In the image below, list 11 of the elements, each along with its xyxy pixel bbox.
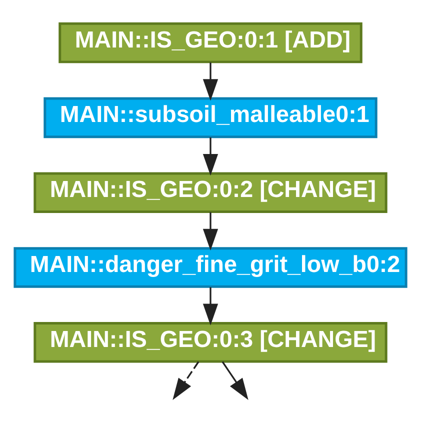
- node-box: MAIN::IS_GEO:0:3 [CHANGE]: [34, 322, 388, 363]
- arrow: [222, 361, 248, 400]
- arrow: [202, 137, 218, 176]
- node-box: MAIN::IS_GEO:0:1 [ADD]: [58, 22, 362, 64]
- arrow: [202, 212, 218, 251]
- arrow: [172, 361, 200, 400]
- arrow: [202, 62, 218, 101]
- node-box: MAIN::IS_GEO:0:2 [CHANGE]: [34, 172, 388, 213]
- node-box: MAIN::danger_fine_grit_low_b0:2: [14, 247, 408, 288]
- arrow: [202, 287, 218, 326]
- node-box: MAIN::subsoil_malleable0:1: [44, 97, 378, 138]
